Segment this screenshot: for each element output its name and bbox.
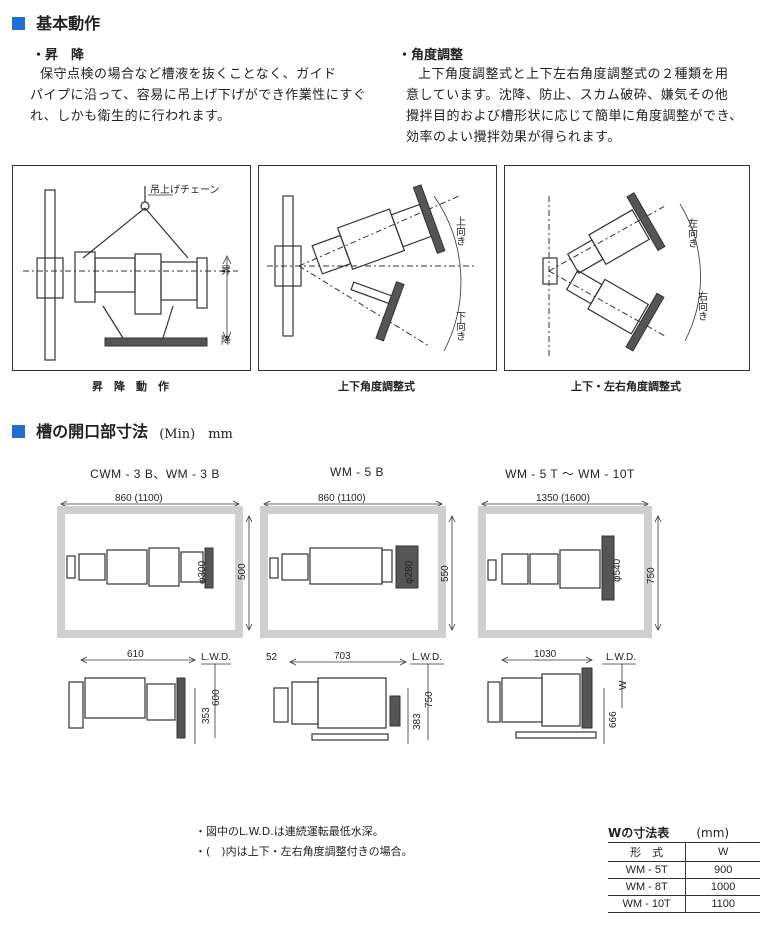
angle-line: 攪拌目的および槽形状に応じて簡単に角度調整ができ、 (406, 109, 743, 124)
header-w: W (685, 842, 760, 862)
elev3-h1: W (618, 680, 629, 690)
lift-line: 保守点検の場合など槽液を抜くことなく、ガイド (40, 67, 337, 82)
angle-line: 上下角度調整式と上下左右角度調整式の２種類を用 (418, 67, 729, 82)
plan1-dia: φ300 (197, 560, 208, 584)
lift-diagram: 吊上げチェーン 昇 降 (23, 184, 238, 361)
lift-caption: 昇 降 動 作 (92, 380, 169, 393)
section2-unit: (Min) mm (159, 427, 233, 442)
table-row: WM - 5T 900 (608, 861, 760, 879)
elev3-length: 1030 (534, 649, 557, 660)
lr-diagram: 左向き 右向き (542, 192, 708, 356)
lift-diagram-panel: 吊上げチェーン 昇 降 (12, 165, 251, 371)
elev2-lwd: L.W.D. (412, 652, 442, 663)
angle-line: 効率のよい攪拌効果が得られます。 (406, 130, 621, 145)
plan-view-1: 860 (1100) 500 φ300 (57, 493, 253, 638)
updown-diagram: 上向き 下向き (267, 184, 474, 352)
plan2-width: 860 (1100) (318, 493, 366, 504)
angle-text: 上下角度調整式と上下左右角度調整式の２種類を用 意しています。沈降、防止、スカム… (406, 64, 748, 148)
section-marker-icon (12, 425, 25, 438)
section2-header: 槽の開口部寸法 (Min) mm (12, 418, 233, 442)
plan-view-3: 1350 (1600) 750 φ540 (478, 493, 662, 638)
plan3-width: 1350 (1600) (536, 493, 590, 504)
lr-caption: 上下・左右角度調整式 (571, 380, 681, 393)
plan3-dia: φ540 (612, 558, 623, 582)
right-dir-label: 右向き (696, 290, 708, 321)
angle-heading: ・角度調整 (398, 48, 464, 63)
plan2-depth: 550 (440, 565, 451, 582)
chain-label: 吊上げチェーン (150, 184, 220, 196)
notes: ・図中のL.W.D.は連続運転最低水深。 ・( )内は上下・左右角度調整付きの場… (195, 822, 413, 862)
cell-model: WM - 8T (608, 878, 687, 896)
plan-model-1: CWM - 3 B、WM - 3 B (90, 467, 220, 481)
section1-title: 基本動作 (36, 14, 101, 33)
table-header-row: 形 式 W (608, 842, 760, 862)
down-dir-label: 下向き (454, 311, 466, 341)
up-dir-label: 上向き (454, 216, 466, 246)
elev2-h1: 750 (424, 691, 435, 708)
cell-w: 900 (685, 861, 760, 879)
elev2-offset: 52 (266, 652, 278, 663)
note-parentheses: ・( )内は上下・左右角度調整付きの場合。 (195, 845, 413, 858)
elev3-lwd: L.W.D. (606, 652, 636, 663)
table-row: WM - 8T 1000 (608, 878, 760, 896)
lift-line: パイプに沿って、容易に吊上げ下げができ作業性にすぐ (30, 88, 367, 103)
plan3-depth: 750 (646, 567, 657, 584)
cell-w: 1000 (685, 878, 760, 896)
elevation-view-1: 610 L.W.D. 600 353 (68, 649, 231, 744)
plan-model-2: WM - 5 B (330, 465, 384, 479)
elev1-h2: 353 (201, 707, 212, 724)
w-table-title: Wの寸法表 (mm) (608, 822, 729, 841)
lift-heading: ・昇 降 (32, 48, 85, 63)
lift-line: れ、しかも衛生的に行われます。 (30, 109, 231, 124)
elev3-h2: 666 (608, 711, 619, 728)
updown-diagram-panel: 上向き 下向き (258, 165, 497, 371)
plan2-dia: φ280 (404, 560, 415, 584)
plan1-depth: 500 (237, 563, 248, 580)
cell-w: 1100 (685, 895, 760, 913)
down-label: 降 (221, 334, 231, 347)
cell-model: WM - 10T (608, 895, 687, 913)
elev2-h2: 383 (412, 713, 423, 730)
plan1-width: 860 (1100) (115, 493, 163, 504)
header-model: 形 式 (608, 842, 687, 862)
note-lwd: ・図中のL.W.D.は連続運転最低水深。 (195, 825, 384, 838)
elev2-length: 703 (334, 651, 351, 662)
elevation-view-3: 1030 L.W.D. W 666 (487, 649, 636, 744)
table-row: WM - 10T 1100 (608, 895, 760, 913)
elev1-h1: 600 (211, 689, 222, 706)
section2-title: 槽の開口部寸法 (36, 422, 149, 441)
left-dir-label: 左向き (686, 217, 698, 248)
w-dimension-table: 形 式 W WM - 5T 900 WM - 8T 1000 WM - 10T … (608, 842, 760, 913)
elev1-lwd: L.W.D. (201, 652, 231, 663)
cell-model: WM - 5T (608, 861, 687, 879)
elevation-view-2: 52 703 L.W.D. 750 383 (266, 651, 444, 744)
plan-view-2: 860 (1100) 550 φ280 (260, 493, 456, 638)
section-marker-icon (12, 17, 25, 30)
plan-model-3: WM - 5 T ～ WM - 10T (505, 467, 635, 481)
up-label: 昇 (221, 265, 231, 277)
section1-header: 基本動作 (12, 10, 100, 34)
w-table-unit: (mm) (696, 826, 730, 840)
lift-text: 保守点検の場合など槽液を抜くことなく、ガイド パイプに沿って、容易に吊上げ下げが… (30, 64, 370, 127)
angle-line: 意しています。沈降、防止、スカム破砕、嫌気その他 (406, 88, 729, 103)
updown-caption: 上下角度調整式 (338, 380, 415, 393)
lr-diagram-panel: 左向き 右向き (504, 165, 750, 371)
elev1-length: 610 (127, 649, 144, 660)
w-table-title-text: Wの寸法表 (608, 826, 670, 840)
